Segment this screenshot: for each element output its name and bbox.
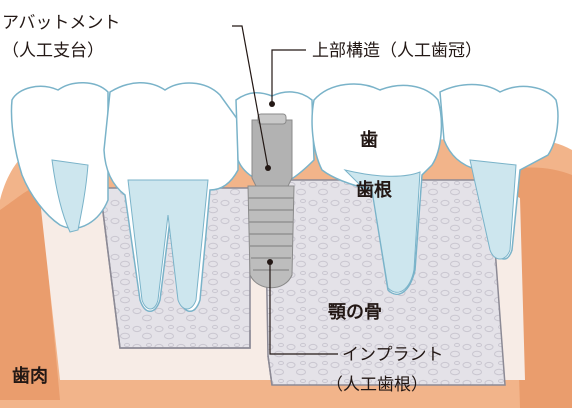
root-right-main <box>343 169 421 293</box>
label-gum: 歯肉 <box>12 365 48 387</box>
label-abutment-line1: アバットメント <box>2 13 120 33</box>
label-abutment-line2: （人工支台） <box>2 41 104 61</box>
root-left-molar <box>127 179 209 310</box>
abutment <box>251 119 293 187</box>
jawbone-right <box>264 179 506 386</box>
leader-dot-implant <box>267 259 273 265</box>
implant-fixture <box>247 185 295 289</box>
root-right-far <box>469 159 517 260</box>
label-implant-line1: インプラント <box>342 345 444 365</box>
implant-threads <box>248 197 294 271</box>
leader-dot-crown <box>269 101 275 107</box>
leader-implant <box>269 262 338 355</box>
label-tooth: 歯 <box>360 129 378 151</box>
leader-crown <box>271 49 306 104</box>
root-left-far <box>51 159 89 233</box>
leader-abutment <box>232 25 269 169</box>
label-crown: 上部構造（人工歯冠） <box>312 41 482 61</box>
jawbone-front-edge <box>99 187 273 386</box>
gum-shade-right <box>510 167 572 408</box>
leader-lines <box>232 25 338 355</box>
leader-dot-abutment <box>265 165 271 171</box>
abutment-top <box>257 113 287 125</box>
label-jawbone: 顎の骨 <box>328 302 382 323</box>
label-implant-line2: （人工歯根） <box>326 375 428 395</box>
label-root: 歯根 <box>356 179 392 201</box>
